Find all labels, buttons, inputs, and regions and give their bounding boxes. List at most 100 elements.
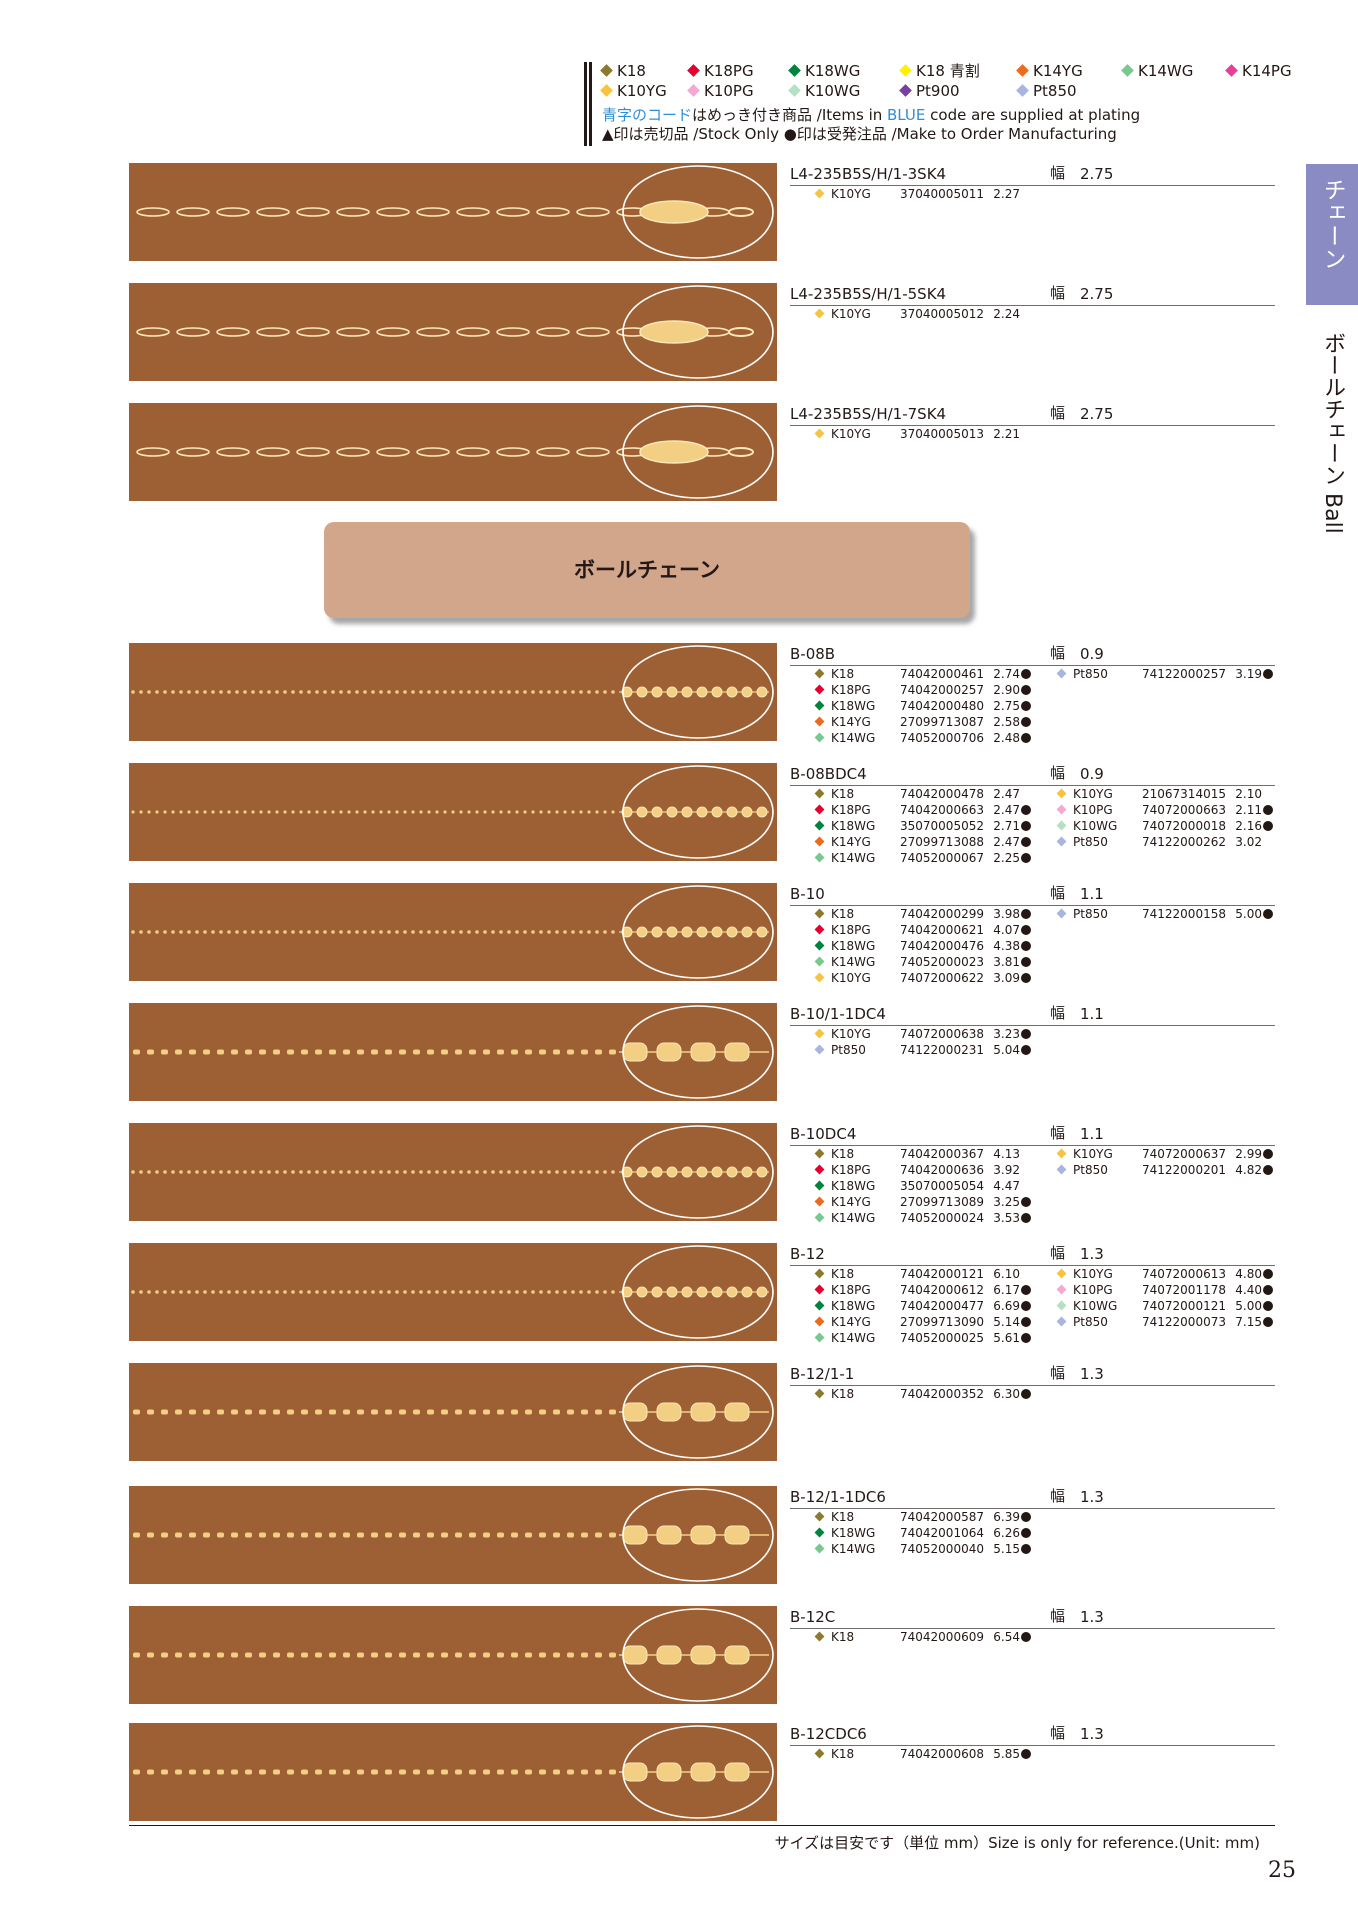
chain-photo: [129, 1003, 777, 1101]
material-diamond-icon: [814, 908, 825, 919]
chain-image: [136, 285, 774, 379]
weight-value: 3.92: [993, 1163, 1020, 1177]
weight-value: 6.17: [993, 1283, 1020, 1297]
material-label: K10WG: [1073, 819, 1118, 833]
product-code: 27099713087: [900, 715, 984, 729]
chain-photo: [129, 643, 777, 741]
width-label: 幅: [1050, 1364, 1066, 1382]
material-label: Pt850: [1073, 667, 1108, 681]
material-diamond-icon: [814, 836, 825, 847]
product-code: 74052000706: [900, 731, 984, 745]
chain-code: B-12: [790, 1245, 825, 1263]
diamond-icon: [788, 84, 801, 97]
chain-image: [131, 885, 774, 979]
legend-item: K14WG: [1121, 62, 1193, 80]
product-code: 74052000023: [900, 955, 984, 969]
width-value: 1.3: [1080, 1608, 1104, 1626]
chain-code: B-08B: [790, 645, 836, 663]
material-label: K14WG: [831, 1331, 876, 1345]
product-code: 74042001064: [900, 1526, 984, 1540]
diamond-icon: [600, 64, 613, 77]
product-code: 74042000367: [900, 1147, 984, 1161]
legend-label: K18WG: [805, 62, 861, 80]
product-code: 74042000461: [900, 667, 984, 681]
plating-note: 青字のコードはめっき付き商品 /Items in BLUE code are s…: [602, 106, 1141, 124]
weight-value: 6.54: [993, 1630, 1020, 1644]
legend-label: K10YG: [617, 82, 667, 100]
material-label: K14YG: [831, 1315, 871, 1329]
chain-code: B-12/1-1: [790, 1365, 855, 1383]
legend-label: Pt900: [916, 82, 960, 100]
product-code: 37040005011: [900, 187, 984, 201]
width-label: 幅: [1050, 404, 1066, 422]
make-to-order-dot-icon: [1263, 805, 1273, 815]
legend-label: K14YG: [1033, 62, 1083, 80]
material-diamond-icon: [814, 308, 825, 319]
make-to-order-dot-icon: [1021, 669, 1031, 679]
chain-photo: [129, 283, 777, 381]
make-to-order-dot-icon: [1021, 1301, 1031, 1311]
weight-value: 5.85: [993, 1747, 1020, 1761]
chain-image: [131, 645, 774, 739]
product-code: 74052000024: [900, 1211, 984, 1225]
diamond-icon: [687, 64, 700, 77]
product-code: 74072000638: [900, 1027, 984, 1041]
chain-image: [133, 1005, 774, 1099]
make-to-order-dot-icon: [1021, 957, 1031, 967]
make-to-order-dot-icon: [1021, 941, 1031, 951]
make-to-order-dot-icon: [1263, 1165, 1273, 1175]
weight-value: 3.19: [1235, 667, 1262, 681]
product-code: 74122000231: [900, 1043, 984, 1057]
weight-value: 2.74: [993, 667, 1020, 681]
material-label: K14YG: [831, 715, 871, 729]
material-diamond-icon: [814, 956, 825, 967]
make-to-order-dot-icon: [1021, 821, 1031, 831]
category-tab[interactable]: チェーン: [1306, 164, 1358, 305]
make-to-order-dot-icon: [1263, 1317, 1273, 1327]
width-label: 幅: [1050, 1124, 1066, 1142]
chain-photo: [129, 1123, 777, 1221]
product-code: 74072000622: [900, 971, 984, 985]
material-diamond-icon: [814, 924, 825, 935]
chain-photo: [129, 1363, 777, 1461]
material-label: K18: [831, 1747, 855, 1761]
material-label: Pt850: [1073, 835, 1108, 849]
weight-value: 4.40: [1235, 1283, 1262, 1297]
material-diamond-icon: [814, 852, 825, 863]
material-diamond-icon: [1056, 1164, 1067, 1175]
material-label: K14WG: [831, 1542, 876, 1556]
product-code: 74052000040: [900, 1542, 984, 1556]
material-diamond-icon: [814, 700, 825, 711]
product-code: 74052000067: [900, 851, 984, 865]
product-code: 74042000299: [900, 907, 984, 921]
weight-value: 4.38: [993, 939, 1020, 953]
chain-code: B-10: [790, 885, 825, 903]
material-diamond-icon: [1056, 1268, 1067, 1279]
weight-value: 6.69: [993, 1299, 1020, 1313]
legend-label: K18: [617, 62, 646, 80]
width-value: 0.9: [1080, 765, 1104, 783]
chain-code: B-10/1-1DC4: [790, 1005, 886, 1023]
product-code: 74042000476: [900, 939, 984, 953]
stock-note: ▲印は売切品 /Stock Only ●印は受発注品 /Make to Orde…: [602, 125, 1117, 143]
width-value: 1.3: [1080, 1488, 1104, 1506]
material-label: K10YG: [831, 307, 871, 321]
weight-value: 4.82: [1235, 1163, 1262, 1177]
material-diamond-icon: [814, 188, 825, 199]
material-diamond-icon: [814, 972, 825, 983]
make-to-order-dot-icon: [1021, 1528, 1031, 1538]
material-diamond-icon: [1056, 788, 1067, 799]
material-label: K10YG: [1073, 1147, 1113, 1161]
width-label: 幅: [1050, 884, 1066, 902]
material-diamond-icon: [814, 1148, 825, 1159]
material-diamond-icon: [814, 1527, 825, 1538]
weight-value: 2.47: [993, 803, 1020, 817]
